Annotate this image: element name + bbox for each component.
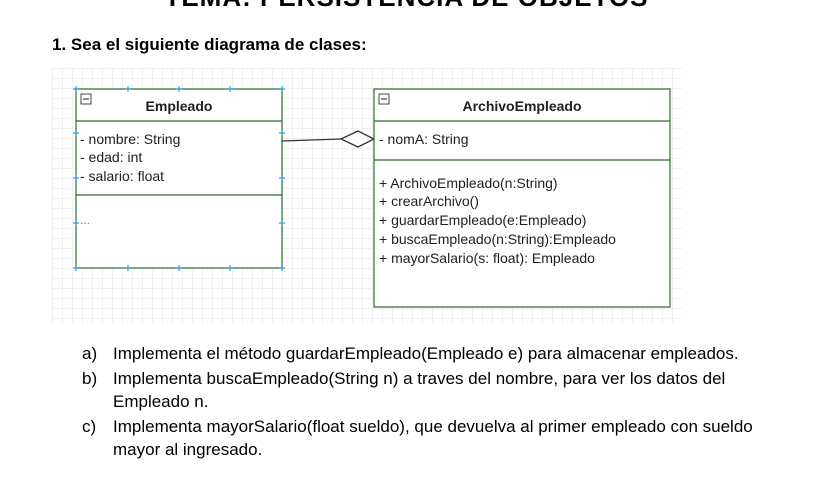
attribute: - edad: int bbox=[80, 149, 142, 165]
item-text: Implementa el método guardarEmpleado(Emp… bbox=[113, 344, 739, 363]
item-text: Implementa mayorSalario(float sueldo), q… bbox=[113, 416, 753, 460]
class-name: ArchivoEmpleado bbox=[462, 98, 581, 114]
item-marker: c) bbox=[82, 416, 97, 436]
method: ... bbox=[80, 213, 90, 227]
attribute: - nomA: String bbox=[379, 131, 468, 147]
method: + mayorSalario(s: float): Empleado bbox=[379, 250, 595, 266]
class-name: Empleado bbox=[146, 98, 213, 114]
class-empleado[interactable]: Empleado - nombre: String - edad: int - … bbox=[75, 88, 283, 269]
question-label: 1. Sea el siguiente diagrama de clases: bbox=[52, 35, 367, 54]
method: + buscaEmpleado(n:String):Empleado bbox=[379, 231, 616, 247]
method: + guardarEmpleado(e:Empleado) bbox=[379, 212, 586, 228]
uml-canvas: Empleado - nombre: String - edad: int - … bbox=[73, 86, 671, 308]
attribute: - salario: float bbox=[80, 168, 164, 184]
item-marker: a) bbox=[82, 344, 98, 363]
collapse-icon[interactable] bbox=[80, 93, 92, 105]
class-archivo-empleado[interactable]: ArchivoEmpleado - nomA: String + Archivo… bbox=[373, 88, 671, 308]
task-list: a) Implementa el método guardarEmpleado(… bbox=[82, 342, 772, 463]
selection-handles[interactable] bbox=[73, 86, 285, 271]
list-item: a) Implementa el método guardarEmpleado(… bbox=[82, 342, 772, 366]
page-title: TEMA: PERSISTENCIA DE OBJETOS bbox=[0, 0, 813, 13]
list-item: b) Implementa buscaEmpleado(String n) a … bbox=[82, 367, 772, 414]
attribute: - nombre: String bbox=[80, 131, 180, 147]
method: + ArchivoEmpleado(n:String) bbox=[379, 175, 558, 191]
method: + crearArchivo() bbox=[379, 193, 479, 209]
class-diagram: Empleado - nombre: String - edad: int - … bbox=[52, 68, 682, 323]
item-marker: b) bbox=[82, 368, 98, 388]
item-text: Implementa buscaEmpleado(String n) a tra… bbox=[113, 368, 726, 412]
collapse-icon[interactable] bbox=[378, 93, 390, 105]
aggregation-relation[interactable] bbox=[281, 130, 376, 148]
list-item: c) Implementa mayorSalario(float sueldo)… bbox=[82, 415, 772, 462]
